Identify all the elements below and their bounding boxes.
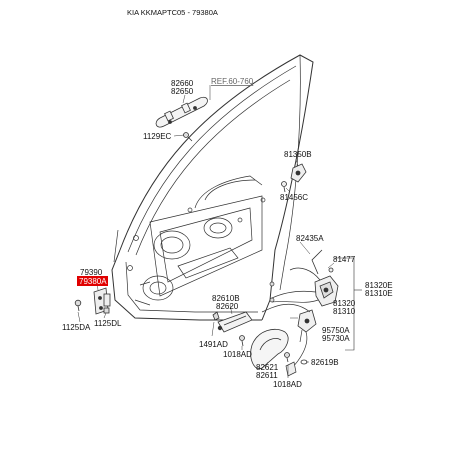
door-inner-panel <box>127 175 266 306</box>
label-1491ad: 1491AD <box>199 340 228 349</box>
bolt-1129ec <box>183 132 193 142</box>
label-81310e: 81310E <box>365 289 393 298</box>
label-81310: 81310 <box>333 307 356 316</box>
door-check-81350b <box>281 163 307 193</box>
label-82619b: 82619B <box>311 358 339 367</box>
label-81320e: 81320E <box>365 281 393 290</box>
label-82660: 82660 <box>171 79 194 88</box>
label-81350b: 81350B <box>284 150 312 159</box>
diagram-title: KIA KKMAPTC05 - 79380A <box>127 8 218 17</box>
inside-handle-bezel <box>250 328 289 370</box>
label-82620: 82620 <box>216 302 239 311</box>
label-82621: 82621 <box>256 363 279 372</box>
screw-1018ad-lower <box>284 352 290 363</box>
bolt-1125dl <box>103 307 110 314</box>
label-81456c: 81456C <box>280 193 308 202</box>
label-82435a: 82435A <box>296 234 324 243</box>
latch-group-bracket <box>335 257 362 351</box>
bolt-1125da <box>74 299 82 312</box>
label-82610b: 82610B <box>212 294 240 303</box>
label-1129ec: 1129EC <box>143 132 172 141</box>
outside-handle <box>155 96 208 128</box>
label-1018ad-lower: 1018AD <box>273 380 302 389</box>
label-82650: 82650 <box>171 87 194 96</box>
label-1018ad-upper: 1018AD <box>223 350 252 359</box>
leader-lines <box>77 85 335 378</box>
door-hinge <box>93 287 111 315</box>
label-1125da: 1125DA <box>62 323 91 332</box>
label-95750a: 95750A <box>322 326 350 335</box>
label-1125dl: 1125DL <box>94 319 122 328</box>
bolt-1018ad-upper <box>239 335 245 347</box>
latch-rods-cables <box>261 267 321 313</box>
highlight-79380a <box>77 276 108 286</box>
door-latch-assembly <box>297 249 339 333</box>
label-79380a: 79380A <box>79 277 107 286</box>
latch-linkage-lower <box>285 329 308 377</box>
label-ref-60-760: REF.60-760 <box>211 77 254 86</box>
door-frame <box>111 54 314 321</box>
inside-handle-82610b <box>217 311 253 333</box>
label-95730a: 95730A <box>322 334 350 343</box>
bolt-1491ad <box>212 311 220 321</box>
label-79390: 79390 <box>80 268 103 277</box>
label-81477: 81477 <box>333 255 356 264</box>
label-82611: 82611 <box>256 371 278 380</box>
label-81320: 81320 <box>333 299 356 308</box>
